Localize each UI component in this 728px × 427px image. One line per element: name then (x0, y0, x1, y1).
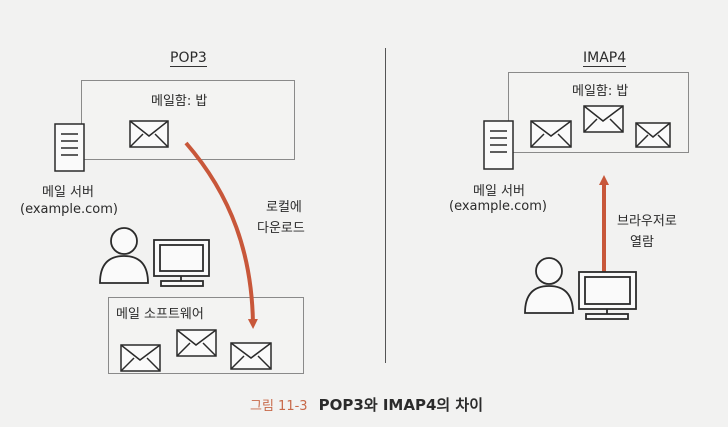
download-arrow-icon (184, 141, 258, 329)
imap4-server-icon (483, 120, 514, 170)
user-icon (99, 227, 149, 284)
imap4-server-domain: (example.com) (449, 199, 547, 214)
pop3-software-label: 메일 소프트웨어 (116, 307, 204, 322)
pop3-server-label: 메일 서버 (42, 185, 94, 200)
envelope-icon (635, 122, 671, 148)
pop3-download-line2: 다운로드 (257, 221, 305, 236)
envelope-icon (120, 344, 161, 372)
caption-number: 그림 11-3 (250, 399, 308, 414)
computer-icon (578, 271, 637, 320)
envelope-icon (230, 342, 272, 370)
figure-caption: 그림 11-3 POP3와 IMAP4의 차이 (250, 394, 483, 415)
pop3-download-line1: 로컬에 (266, 200, 302, 215)
envelope-icon (530, 120, 572, 148)
imap4-server-label: 메일 서버 (473, 184, 525, 199)
imap4-title: IMAP4 (583, 50, 627, 67)
pop3-server-icon (54, 123, 85, 172)
user-icon (524, 257, 574, 314)
envelope-icon (176, 329, 217, 357)
caption-text: POP3와 IMAP4의 차이 (318, 396, 484, 414)
divider (385, 48, 386, 363)
pop3-server-domain: (example.com) (20, 202, 118, 217)
computer-icon (153, 239, 210, 287)
envelope-icon (583, 105, 624, 133)
imap4-mailbox-label: 메일함: 밥 (572, 84, 629, 99)
envelope-icon (129, 120, 169, 148)
imap4-browse-line1: 브라우저로 (617, 214, 677, 229)
pop3-mailbox-label: 메일함: 밥 (151, 94, 208, 109)
imap4-browse-line2: 열람 (630, 235, 654, 250)
pop3-title: POP3 (170, 50, 207, 67)
